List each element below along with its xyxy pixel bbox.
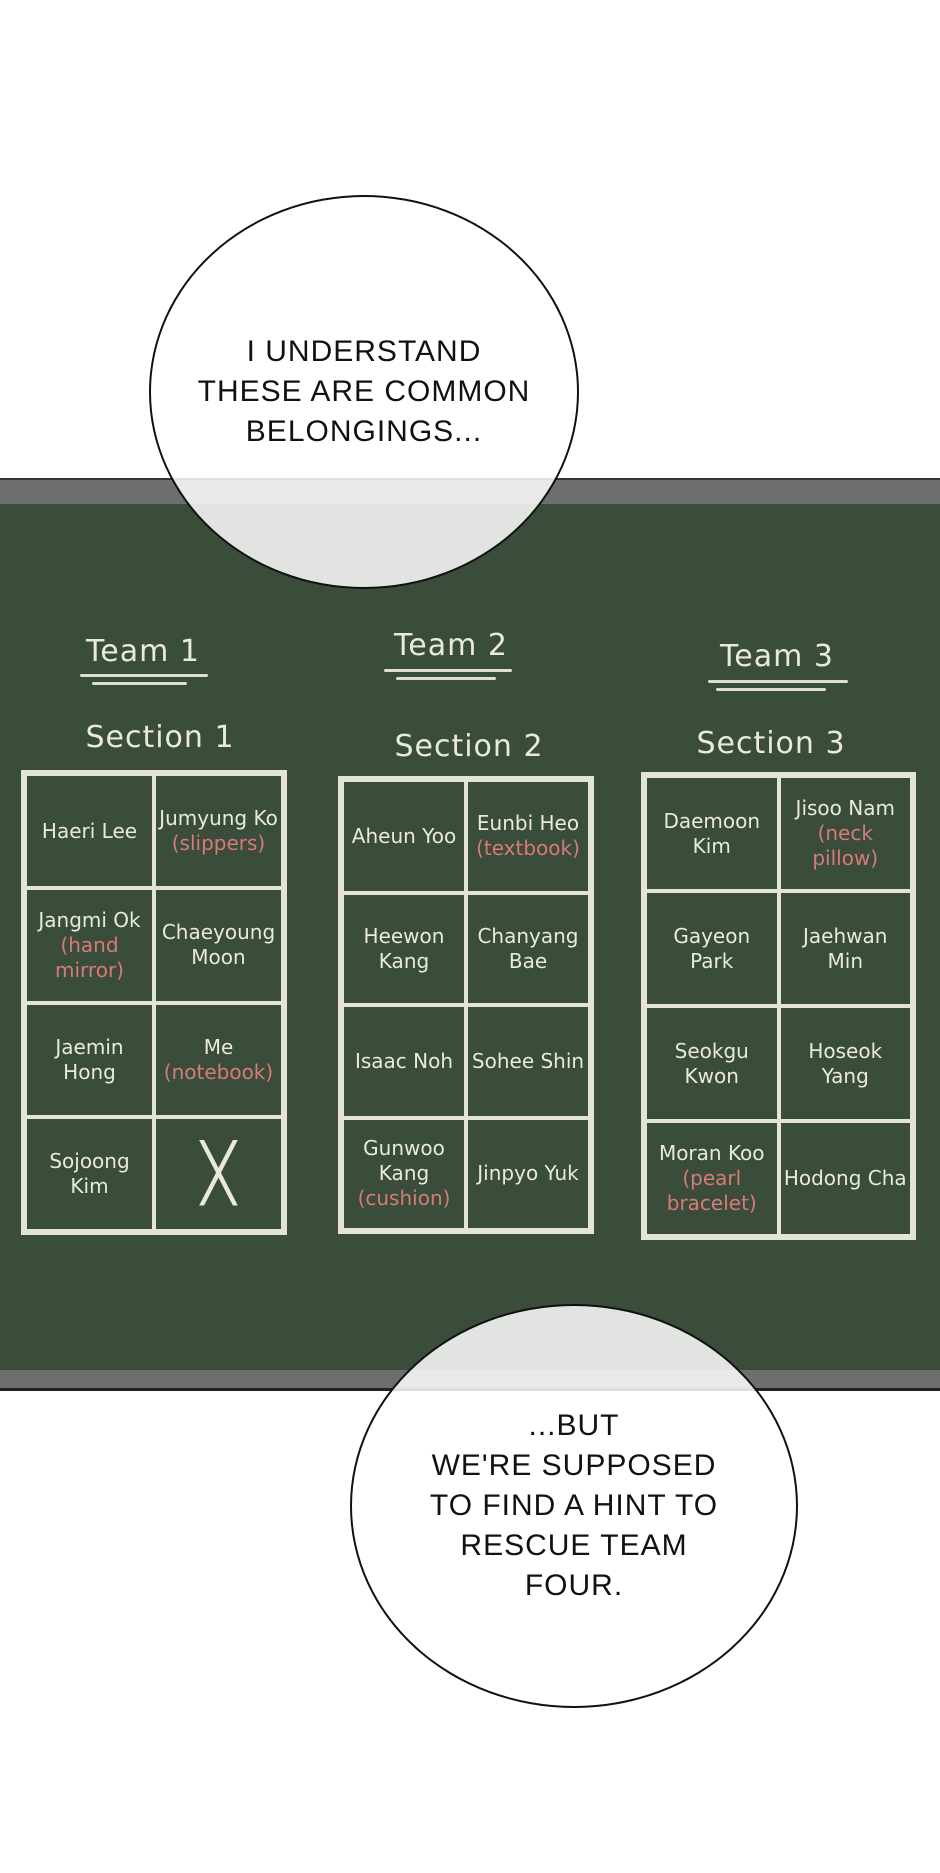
section-3-title: Section 3: [696, 726, 846, 761]
roster-cell: Jaehwan Min: [778, 891, 912, 1006]
roster-cell: Gayeon Park: [645, 891, 779, 1006]
team-2-underline: [384, 669, 512, 672]
belonging-label: (notebook): [163, 1059, 274, 1084]
speech-bubble-bottom: ...BUT WE'RE SUPPOSED TO FIND A HINT TO …: [350, 1304, 798, 1708]
roster-cell: Chaeyoung Moon: [154, 888, 283, 1003]
belonging-label: (cushion): [357, 1186, 451, 1211]
speech-line: THESE ARE COMMON: [197, 375, 531, 408]
speech-line: RESCUE TEAM: [460, 1529, 688, 1562]
student-name: Gunwoo Kang: [363, 1136, 445, 1186]
student-name: Seokgu Kwon: [674, 1038, 749, 1088]
roster-cell: ╳: [154, 1116, 283, 1231]
team-1-underline: [80, 674, 208, 677]
student-name: Jumyung Ko: [159, 806, 278, 831]
student-name: Eunbi Heo: [476, 811, 580, 836]
roster-cell: Isaac Noh: [342, 1005, 466, 1118]
student-name: Me: [203, 1034, 234, 1059]
belonging-label: (pearl bracelet): [666, 1166, 757, 1215]
student-name: Hodong Cha: [783, 1166, 907, 1190]
speech-line: TO FIND A HINT TO: [429, 1489, 719, 1522]
student-name: Sojoong Kim: [49, 1148, 130, 1198]
speech-line: ...BUT: [528, 1409, 620, 1442]
student-name: Jinpyo Yuk: [477, 1161, 579, 1186]
roster-cell: Jisoo Nam(neck pillow): [778, 776, 912, 891]
roster-cell: Aheun Yoo: [342, 780, 466, 893]
roster-cell: Seokgu Kwon: [645, 1006, 779, 1121]
student-name: Isaac Noh: [354, 1048, 454, 1073]
student-name: Haeri Lee: [41, 818, 138, 843]
student-name: Jisoo Nam: [795, 796, 895, 820]
roster-cell: Hodong Cha: [778, 1121, 912, 1236]
roster-cell: Sojoong Kim: [25, 1116, 154, 1231]
team-3-underline-2: [716, 688, 826, 691]
roster-cell: Jinpyo Yuk: [466, 1117, 590, 1230]
roster-cell: Heewon Kang: [342, 892, 466, 1005]
belonging-label: (textbook): [476, 836, 580, 861]
student-name: Sohee Shin: [471, 1048, 585, 1073]
student-name: Moran Koo: [658, 1141, 765, 1165]
section-2-grid: Aheun Yoo Eunbi Heo(textbook) Heewon Kang C…: [338, 776, 594, 1234]
team-3-heading: Team 3: [720, 639, 834, 674]
student-name: Daemoon Kim: [663, 808, 761, 858]
roster-cell: Daemoon Kim: [645, 776, 779, 891]
roster-cell: Haeri Lee: [25, 774, 154, 889]
team-2-underline-2: [396, 677, 496, 680]
speech-line: I UNDERSTAND: [246, 335, 482, 368]
roster-cell: Hoseok Yang: [778, 1006, 912, 1121]
roster-cell: Jumyung Ko(slippers): [154, 774, 283, 889]
belonging-label: (hand mirror): [55, 932, 124, 982]
team-2-heading: Team 2: [394, 628, 508, 663]
student-name: Jaehwan Min: [803, 923, 888, 973]
student-name: Heewon Kang: [363, 923, 445, 973]
section-3-grid: Daemoon Kim Jisoo Nam(neck pillow) Gayeon …: [641, 772, 916, 1240]
section-2-title: Section 2: [394, 729, 544, 764]
student-name: Jangmi Ok: [38, 907, 141, 932]
belonging-label: (neck pillow): [812, 821, 879, 870]
speech-bubble-top: I UNDERSTAND THESE ARE COMMON BELONGINGS…: [149, 195, 579, 589]
section-1-title: Section 1: [85, 720, 235, 755]
student-name: Gayeon Park: [673, 923, 751, 973]
student-name: Chanyang Bae: [477, 923, 579, 973]
roster-cell: Sohee Shin: [466, 1005, 590, 1118]
student-name: Aheun Yoo: [351, 823, 457, 848]
belonging-label: (slippers): [171, 831, 266, 856]
roster-cell: Me(notebook): [154, 1002, 283, 1117]
roster-cell: Jaemin Hong: [25, 1002, 154, 1117]
student-name: Chaeyoung Moon: [161, 920, 276, 970]
roster-cell: Eunbi Heo(textbook): [466, 780, 590, 893]
roster-cell: Chanyang Bae: [466, 892, 590, 1005]
chalkboard-frame: Team 1 Team 2 Team 3 Section 1 Section 2…: [0, 478, 940, 1391]
chalkboard: Team 1 Team 2 Team 3 Section 1 Section 2…: [0, 504, 940, 1370]
roster-cell: Gunwoo Kang(cushion): [342, 1117, 466, 1230]
speech-line: FOUR.: [524, 1569, 624, 1602]
team-3-underline: [708, 680, 848, 683]
roster-cell: Jangmi Ok(hand mirror): [25, 888, 154, 1003]
student-name: Jaemin Hong: [55, 1034, 124, 1084]
roster-cell: Moran Koo(pearl bracelet): [645, 1121, 779, 1236]
team-1-heading: Team 1: [86, 634, 200, 669]
student-name: Hoseok Yang: [808, 1038, 883, 1088]
speech-line: BELONGINGS...: [245, 415, 483, 448]
speech-line: WE'RE SUPPOSED: [431, 1449, 717, 1482]
team-1-underline-2: [92, 682, 187, 685]
x-mark-icon: ╳: [201, 1140, 236, 1206]
